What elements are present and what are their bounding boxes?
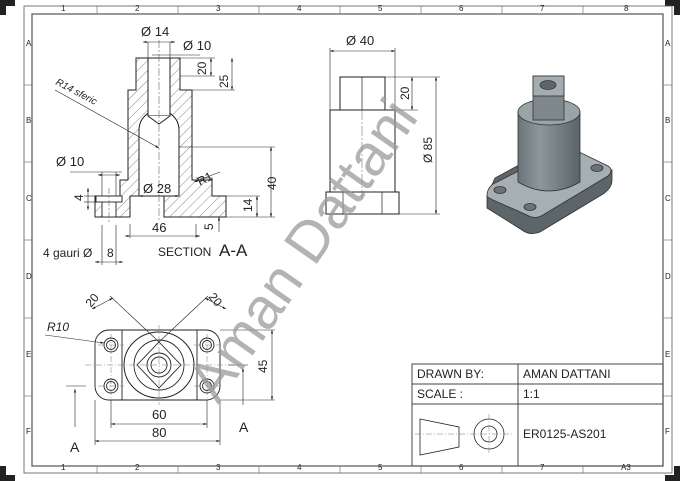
- plan-view-dimensions: [44, 295, 275, 445]
- dim-dia-10-top: Ø 10: [183, 38, 211, 53]
- row-label-e: E: [26, 350, 32, 359]
- dim-dia-14: Ø 14: [141, 24, 169, 39]
- title-block: [411, 363, 664, 467]
- col-label-5: 5: [378, 4, 383, 13]
- col-label-6: 6: [459, 4, 464, 13]
- section-mark-a-right: A: [239, 419, 249, 435]
- row-label-right-c: C: [665, 194, 671, 203]
- section-dimensions: [54, 40, 275, 265]
- dim-h25: 25: [217, 74, 231, 88]
- front-view-dimensions: [329, 48, 440, 215]
- row-label-right-d: D: [665, 272, 671, 281]
- dim-w46: 46: [152, 220, 166, 235]
- dim-h20: 20: [195, 61, 209, 75]
- col-label-3: 3: [216, 4, 221, 13]
- plan-view: [85, 325, 235, 405]
- dim-dia-10-hole: Ø 10: [56, 154, 84, 169]
- dim-r1: R1: [195, 169, 215, 189]
- dim-w60: 60: [152, 407, 166, 422]
- dim-h40: 40: [265, 176, 279, 190]
- watermark: Aman Dattani: [175, 87, 430, 412]
- row-label-right-f: F: [665, 427, 670, 436]
- col-label-bottom-1: 1: [61, 463, 66, 472]
- dim-h45: 45: [256, 359, 270, 373]
- section-title: SECTION: [158, 245, 211, 259]
- dim-r10: R10: [47, 320, 69, 334]
- zone-ticks: [24, 6, 672, 473]
- row-label-c: C: [26, 194, 32, 203]
- isometric-view: [486, 75, 613, 234]
- col-label-7: 7: [540, 4, 545, 13]
- scale-value: 1:1: [523, 387, 540, 401]
- row-label-d: D: [26, 272, 32, 281]
- front-view: [325, 76, 400, 215]
- scale-label: SCALE :: [417, 387, 464, 401]
- dim-dia-28: Ø 28: [143, 181, 171, 196]
- row-label-right-b: B: [665, 116, 671, 125]
- dim-diag-20-left: 20: [83, 290, 103, 309]
- dim-w80: 80: [152, 425, 166, 440]
- drawing-number: ER0125-AS201: [523, 427, 607, 441]
- col-label-8: 8: [624, 4, 629, 13]
- dim-h85: Ø 85: [421, 137, 435, 163]
- dim-h14: 14: [241, 198, 255, 212]
- col-label-bottom-2: 2: [135, 463, 140, 472]
- dim-depth-4: 4: [72, 194, 86, 201]
- row-label-right-a: A: [665, 39, 671, 48]
- note-4-holes: 4 gauri Ø: [43, 246, 92, 260]
- col-label-bottom-7: 7: [540, 463, 545, 472]
- row-label-right-e: E: [665, 350, 671, 359]
- section-mark-a-left: A: [70, 439, 80, 455]
- dim-dia-40: Ø 40: [346, 33, 374, 48]
- row-label-b: B: [26, 116, 32, 125]
- col-label-bottom-4: 4: [297, 463, 302, 472]
- row-label-f: F: [26, 427, 31, 436]
- col-label-bottom-5: 5: [378, 463, 383, 472]
- drawn-by-value: AMAN DATTANI: [523, 367, 611, 381]
- col-label-bottom-a3: A3: [621, 463, 631, 472]
- section-title-label: A-A: [219, 241, 248, 260]
- dim-holes-8: 8: [107, 246, 114, 260]
- dim-r14-sphere: R14 sferic: [54, 77, 99, 108]
- row-label-a: A: [26, 39, 32, 48]
- dim-diag-20-right: 20: [206, 290, 226, 309]
- col-label-1: 1: [61, 4, 66, 13]
- plan-view-dim-labels: 20 20 R10 45 60 80 A A: [47, 290, 270, 455]
- dim-front-h20: 20: [398, 86, 412, 100]
- drawn-by-label: DRAWN BY:: [417, 367, 484, 381]
- section-view-a-a: [94, 40, 227, 224]
- dim-h5: 5: [202, 223, 216, 230]
- front-view-dim-labels: Ø 40 20 Ø 85: [346, 33, 435, 163]
- col-label-bottom-3: 3: [216, 463, 221, 472]
- col-label-2: 2: [135, 4, 140, 13]
- col-label-4: 4: [297, 4, 302, 13]
- col-label-bottom-6: 6: [459, 463, 464, 472]
